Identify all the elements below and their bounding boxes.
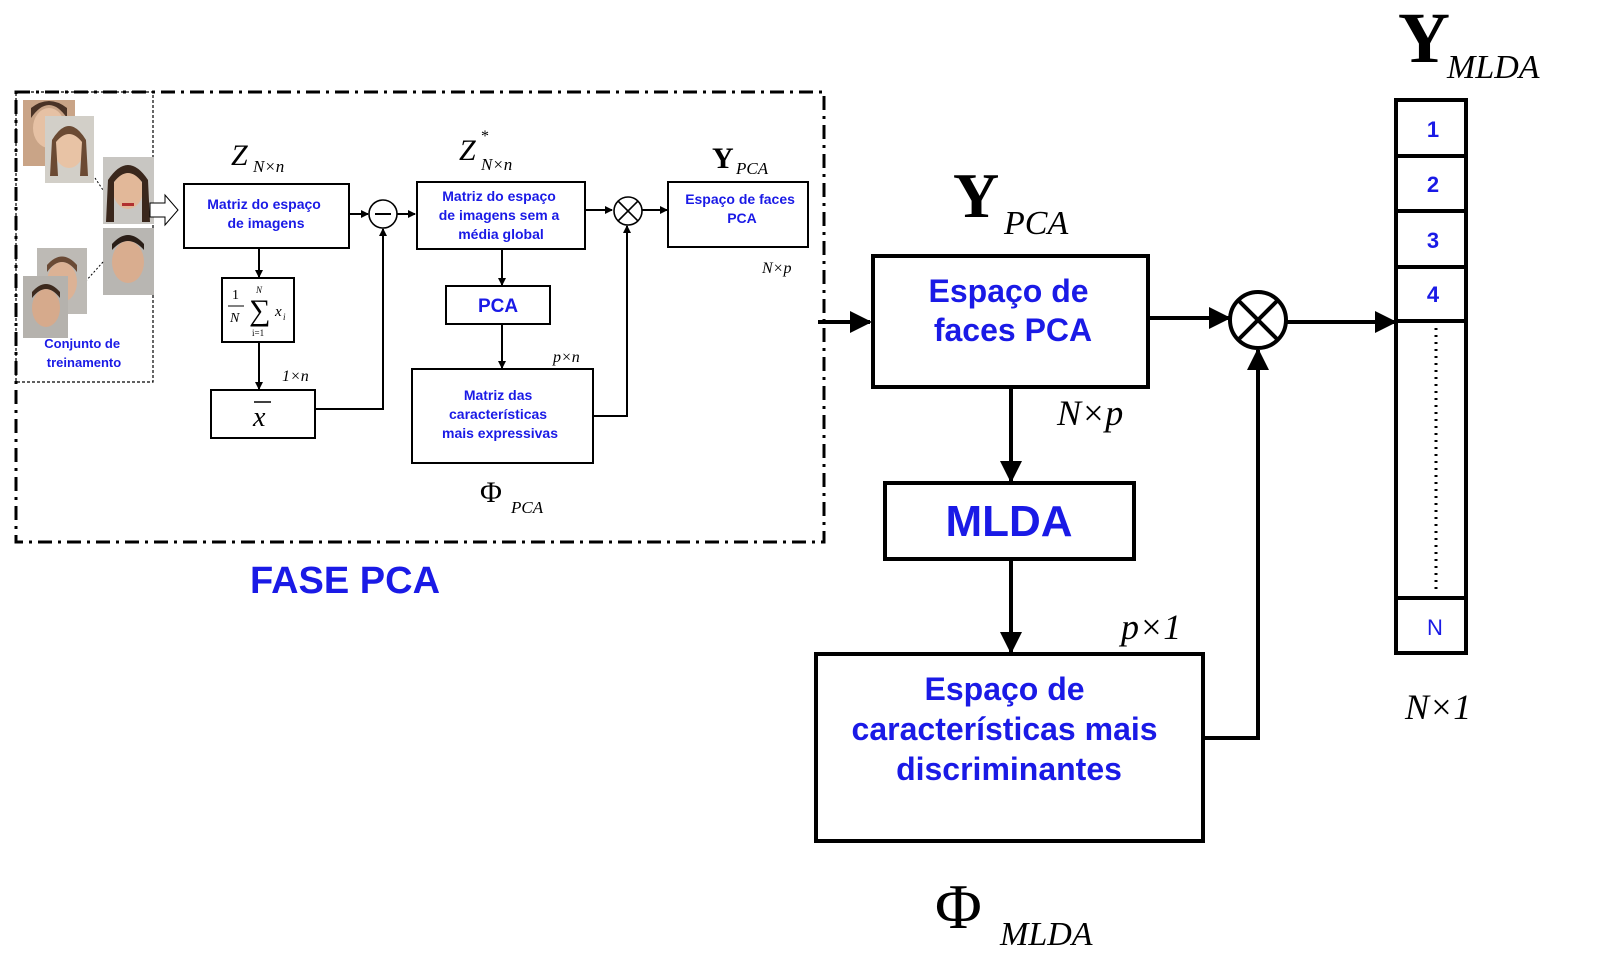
face-space-small-box (667, 181, 809, 248)
mlda-box (883, 481, 1136, 561)
face-image (23, 276, 68, 338)
output-vector: 1 2 3 4 N (1394, 98, 1468, 655)
svg-text:N: N (255, 285, 263, 295)
training-set-label: Conjunto de treinamento (44, 336, 123, 370)
svg-text:N×n: N×n (480, 155, 512, 174)
face-space-text: Espaço de faces PCA (929, 273, 1098, 348)
p-by-n-label: p×n (552, 349, 580, 366)
svg-text:Z: Z (231, 139, 248, 172)
y-pca-small-label: Y PCA (712, 142, 769, 178)
svg-text:Y: Y (953, 160, 999, 231)
mean-vector-box (210, 389, 316, 439)
svg-text:*: * (481, 128, 489, 145)
y-mlda-label: Y MLDA (1398, 0, 1540, 86)
svg-text:MLDA: MLDA (999, 916, 1093, 953)
svg-text:Y: Y (1398, 0, 1450, 78)
vector-cell: 4 (1427, 282, 1440, 307)
svg-text:PCA: PCA (510, 498, 544, 517)
z-star-label: Z * N×n (459, 128, 512, 174)
svg-text:N: N (229, 311, 240, 326)
svg-text:MLDA: MLDA (1446, 49, 1540, 86)
image-matrix-box (183, 183, 350, 249)
z-matrix-label: Z N×n (231, 139, 284, 176)
discriminant-space-box (814, 652, 1205, 843)
face-image (103, 228, 154, 295)
pca-phase-frame (14, 90, 826, 544)
mean-formula-box (221, 277, 295, 343)
y-pca-large-label: Y PCA (953, 160, 1068, 242)
discriminant-space-text: Espaço de características mais discrimin… (852, 671, 1167, 787)
one-by-n-label: 1×n (282, 368, 309, 385)
centered-matrix-text: Matriz do espaço de imagens sem a média … (439, 188, 564, 242)
mlda-box-text: MLDA (945, 497, 1072, 546)
svg-text:Z: Z (459, 134, 476, 167)
svg-text:Φ: Φ (480, 476, 502, 509)
n-by-p-large-label: N×p (1056, 393, 1123, 433)
n-by-p-small-label: N×p (761, 260, 791, 277)
pca-box-text: PCA (478, 296, 518, 317)
expressive-features-text: Matriz das características mais expressi… (442, 387, 558, 441)
phi-pca-label: Φ PCA (480, 476, 544, 517)
svg-text:1: 1 (232, 288, 239, 303)
svg-text:PCA: PCA (1003, 205, 1068, 242)
vector-cell: 2 (1427, 172, 1439, 197)
svg-text:Φ: Φ (935, 871, 982, 942)
vector-cell-last: N (1427, 615, 1443, 640)
image-matrix-text: Matriz do espaço de imagens (207, 196, 324, 231)
svg-text:i=1: i=1 (252, 328, 264, 338)
hollow-arrow-icon (149, 193, 179, 227)
svg-text:x: x (274, 304, 282, 320)
svg-text:i: i (283, 312, 286, 322)
phi-mlda-label: Φ MLDA (935, 871, 1093, 953)
svg-text:PCA: PCA (735, 159, 769, 178)
training-set: Conjunto de treinamento (15, 91, 154, 383)
n-by-1-label: N×1 (1404, 687, 1471, 727)
face-space-small-text: Espaço de faces PCA (685, 191, 799, 226)
p-by-1-label: p×1 (1118, 607, 1181, 647)
vector-cell: 3 (1427, 228, 1439, 253)
pca-box (445, 285, 551, 325)
face-image (45, 116, 94, 183)
mean-vector-symbol: x (252, 402, 266, 433)
svg-text:Y: Y (712, 142, 734, 175)
vector-cell: 1 (1427, 117, 1439, 142)
svg-text:∑: ∑ (249, 294, 270, 327)
fase-pca-label: FASE PCA (250, 560, 440, 602)
centered-matrix-box (416, 181, 586, 250)
face-image (103, 157, 154, 224)
svg-text:N×n: N×n (252, 157, 284, 176)
mean-formula: 1 N ∑ N i=1 x i (228, 285, 286, 338)
